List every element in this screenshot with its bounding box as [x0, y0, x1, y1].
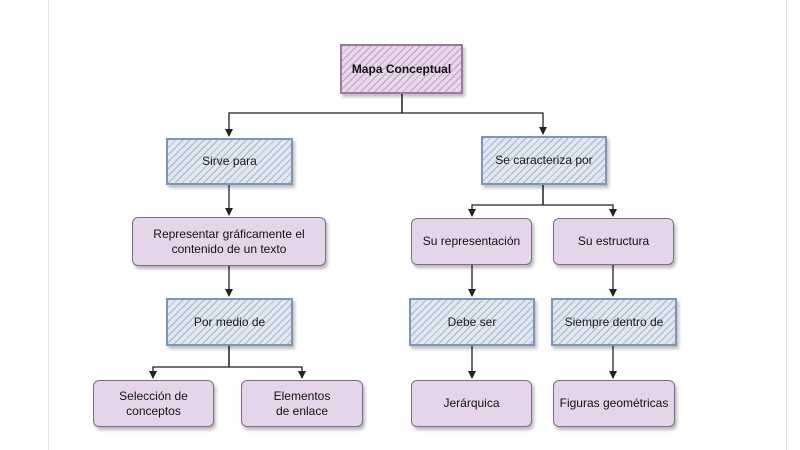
edge-por-medio-to-seleccion — [149, 346, 230, 379]
node-seleccion-conceptos[interactable]: Selección de conceptos — [93, 380, 214, 427]
node-siempre-dentro-de-label: Siempre dentro de — [564, 314, 664, 329]
frame-left-line — [48, 0, 49, 450]
node-sirve-para[interactable]: Sirve para — [166, 138, 293, 185]
node-siempre-dentro-de[interactable]: Siempre dentro de — [551, 298, 677, 346]
node-por-medio-de-label: Por medio de — [193, 314, 266, 329]
node-jerarquica-label: Jerárquica — [443, 396, 500, 410]
edge-title-to-sirve-para — [225, 94, 403, 137]
node-elementos-enlace-label: Elementos de enlace — [273, 388, 331, 418]
node-seleccion-conceptos-label: Selección de conceptos — [119, 388, 188, 418]
node-su-estructura-label: Su estructura — [577, 234, 650, 248]
node-sirve-para-label: Sirve para — [202, 154, 257, 168]
node-debe-ser-label: Debe ser — [447, 314, 497, 329]
edge-title-to-se-caracteriza — [401, 94, 547, 135]
edge-se-caracteriza-to-estructura — [542, 185, 617, 217]
node-debe-ser[interactable]: Debe ser — [409, 298, 535, 346]
node-representar[interactable]: Representar gráficamente el contenido de… — [132, 217, 326, 266]
edge-se-caracteriza-to-representacion — [468, 185, 544, 217]
edge-por-medio-to-elementos — [228, 346, 306, 379]
node-se-caracteriza-por-label: Se caracteriza por — [495, 153, 593, 167]
node-su-representacion-label: Su representación — [422, 234, 521, 248]
node-figuras-geometricas-label: Figuras geométricas — [559, 396, 669, 410]
node-figuras-geometricas[interactable]: Figuras geométricas — [553, 380, 675, 427]
node-title-label: Mapa Conceptual — [351, 61, 452, 76]
node-elementos-enlace[interactable]: Elementos de enlace — [241, 380, 363, 427]
node-representar-label: Representar gráficamente el contenido de… — [153, 226, 305, 256]
node-se-caracteriza-por[interactable]: Se caracteriza por — [481, 136, 607, 185]
node-su-estructura[interactable]: Su estructura — [553, 218, 674, 265]
node-por-medio-de[interactable]: Por medio de — [166, 298, 293, 346]
frame-right-line — [786, 0, 787, 450]
node-jerarquica[interactable]: Jerárquica — [411, 380, 532, 427]
node-su-representacion[interactable]: Su representación — [411, 218, 532, 265]
node-title[interactable]: Mapa Conceptual — [340, 44, 463, 94]
